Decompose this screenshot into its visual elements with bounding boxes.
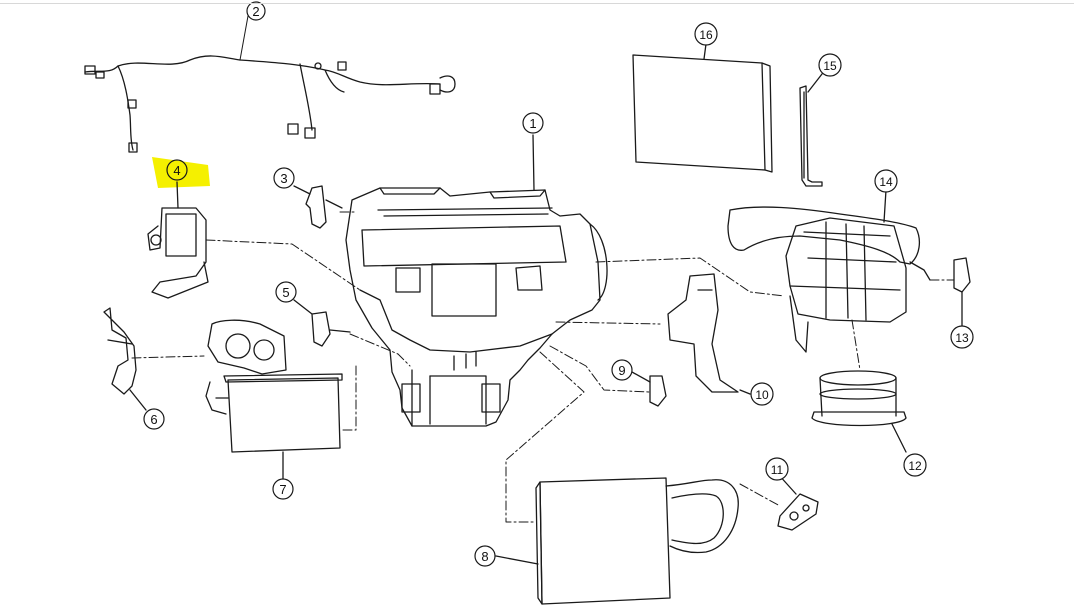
callout-6-label: 6 (150, 412, 157, 427)
assembly-lines (131, 211, 955, 523)
callout-9: 9 (611, 359, 633, 381)
callout-15-label: 15 (823, 59, 837, 73)
callout-4: 4 (166, 159, 188, 181)
part-16-cabin-filter (632, 43, 773, 173)
callout-12: 12 (903, 453, 927, 477)
callout-7-label: 7 (279, 482, 286, 497)
callout-8: 8 (474, 545, 496, 567)
callout-8-label: 8 (481, 549, 488, 564)
callout-16: 16 (694, 22, 718, 46)
callout-5: 5 (275, 281, 297, 303)
callout-3-label: 3 (280, 171, 287, 186)
callout-2-label: 2 (252, 4, 259, 19)
part-3-sensor (293, 185, 343, 229)
callout-2: 2 (246, 1, 266, 21)
callouts: 1 2 3 4 5 6 7 8 9 10 11 12 (143, 1, 974, 567)
highlight-mark (152, 157, 210, 188)
callout-14-label: 14 (879, 175, 893, 189)
callout-3: 3 (273, 167, 295, 189)
part-4-actuator-bracket (147, 181, 209, 299)
part-6-duct-pipe (103, 307, 147, 411)
callout-15: 15 (818, 53, 842, 77)
part-13-sensor (953, 257, 971, 327)
callout-10-label: 10 (755, 388, 769, 402)
part-7-heater-core (205, 319, 343, 483)
callout-12-label: 12 (908, 459, 922, 473)
part-11-valve (777, 473, 819, 531)
callout-4-label: 4 (173, 163, 180, 178)
callout-10: 10 (750, 382, 774, 406)
callout-7: 7 (272, 478, 294, 500)
callout-5-label: 5 (282, 285, 289, 300)
part-14-blower-housing (727, 189, 931, 353)
callout-6: 6 (143, 408, 165, 430)
top-border (0, 3, 1074, 4)
callout-1: 1 (522, 112, 544, 134)
callout-9-label: 9 (618, 363, 625, 378)
part-5-sensor (293, 299, 351, 347)
part-2-wiring-harness (84, 4, 456, 153)
callout-1-label: 1 (529, 116, 536, 131)
part-10-duct (667, 273, 751, 395)
callout-14: 14 (874, 169, 898, 193)
callout-11: 11 (765, 457, 789, 481)
callout-13-label: 13 (955, 331, 969, 345)
callout-11-label: 11 (771, 463, 784, 477)
part-9-sensor (631, 371, 667, 407)
callout-13: 13 (950, 325, 974, 349)
part-12-blower-motor (811, 370, 907, 453)
part-8-evaporator (495, 477, 739, 605)
part-15-filter-cover (799, 73, 823, 187)
part-1-hvac-unit (345, 134, 608, 427)
callout-16-label: 16 (699, 28, 713, 42)
